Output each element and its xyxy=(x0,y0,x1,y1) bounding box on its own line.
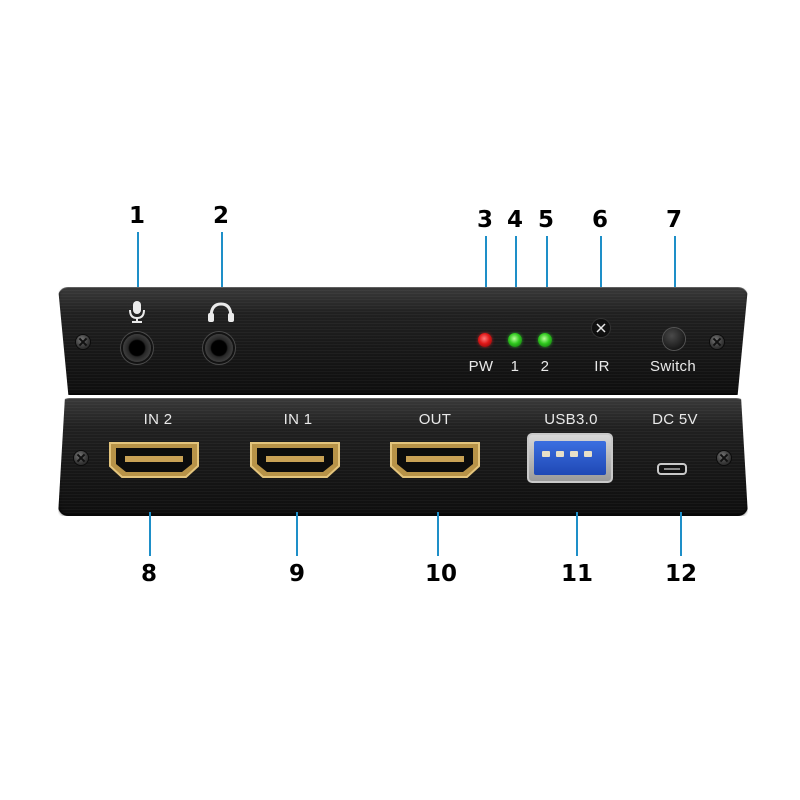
callout-5: 5 xyxy=(537,207,555,233)
leader-line-1 xyxy=(137,232,139,288)
label-dc: DC 5V xyxy=(652,411,698,428)
label-out: OUT xyxy=(418,411,452,428)
input1-led xyxy=(508,333,522,347)
callout-4: 4 xyxy=(506,207,524,233)
callout-8: 8 xyxy=(140,561,158,587)
microphone-icon xyxy=(127,300,147,324)
usb-pin xyxy=(570,451,578,457)
front-panel-top xyxy=(58,287,748,395)
switch-button[interactable] xyxy=(663,328,685,350)
screw-top-left xyxy=(76,335,90,349)
hdmi-in2-port[interactable] xyxy=(107,440,201,480)
label-in2: IN 2 xyxy=(143,411,173,428)
callout-10: 10 xyxy=(424,561,458,587)
callout-12: 12 xyxy=(664,561,698,587)
label-switch: Switch xyxy=(650,358,696,375)
screw-bottom-right xyxy=(717,451,731,465)
usb-pin xyxy=(556,451,564,457)
power-led xyxy=(478,333,492,347)
leader-line-3 xyxy=(485,236,487,288)
input2-led xyxy=(538,333,552,347)
callout-7: 7 xyxy=(665,207,683,233)
usb-pin xyxy=(542,451,550,457)
callout-3: 3 xyxy=(476,207,494,233)
leader-line-5 xyxy=(546,236,548,288)
callout-11: 11 xyxy=(560,561,594,587)
leader-line-12 xyxy=(680,512,682,556)
label-led-2: 2 xyxy=(540,358,550,375)
label-ir: IR xyxy=(594,358,610,375)
hdmi-out-port[interactable] xyxy=(388,440,482,480)
callout-1: 1 xyxy=(128,203,146,229)
leader-line-8 xyxy=(149,512,151,556)
usb-pin xyxy=(584,451,592,457)
screw-bottom-left xyxy=(74,451,88,465)
leader-line-7 xyxy=(674,236,676,288)
hdmi-in1-port[interactable] xyxy=(248,440,342,480)
leader-line-10 xyxy=(437,512,439,556)
leader-line-4 xyxy=(515,236,517,288)
usb3-tongue xyxy=(534,441,606,475)
screw-top-right xyxy=(710,335,724,349)
ir-icon xyxy=(592,319,610,337)
leader-line-2 xyxy=(221,232,223,288)
leader-line-11 xyxy=(576,512,578,556)
label-usb: USB3.0 xyxy=(544,411,598,428)
label-led-1: 1 xyxy=(510,358,520,375)
mic-jack[interactable] xyxy=(123,334,151,362)
label-in1: IN 1 xyxy=(283,411,313,428)
callout-9: 9 xyxy=(288,561,306,587)
headphone-jack[interactable] xyxy=(205,334,233,362)
usb3-port[interactable] xyxy=(527,433,613,483)
callout-2: 2 xyxy=(212,203,230,229)
leader-line-6 xyxy=(600,236,602,288)
label-pw: PW xyxy=(468,358,494,375)
dc-5v-micro-usb-port[interactable] xyxy=(657,463,687,475)
leader-line-9 xyxy=(296,512,298,556)
callout-6: 6 xyxy=(591,207,609,233)
headphone-icon xyxy=(207,301,235,323)
